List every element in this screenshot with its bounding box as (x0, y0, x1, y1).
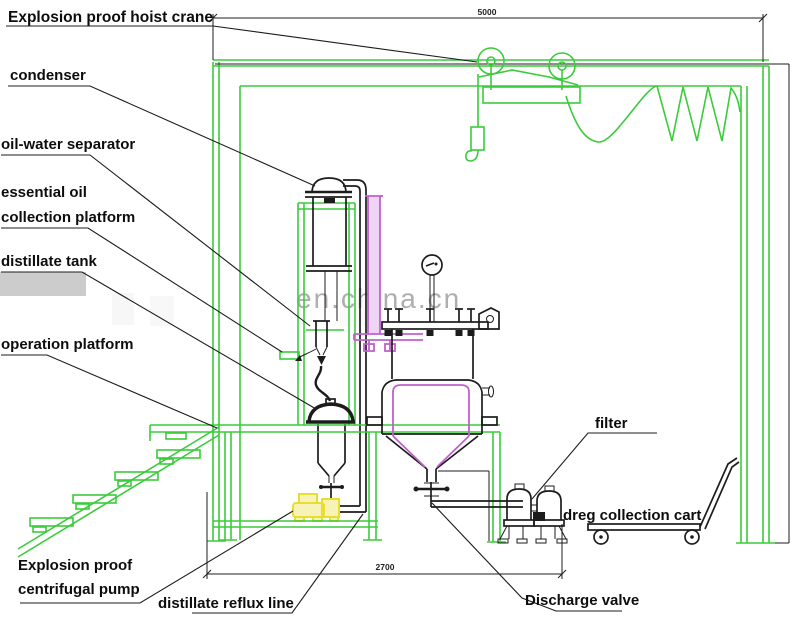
oil-water-separator (295, 320, 332, 402)
label-dreg-cart: dreg collection cart (563, 507, 701, 524)
dreg-collection-cart (587, 457, 740, 545)
dimension-top: 5000 (208, 7, 768, 62)
inner-basket (392, 384, 470, 436)
watermark-artifacts (0, 272, 366, 326)
label-filter: filter (595, 415, 628, 432)
extraction-tank (366, 254, 500, 482)
label-hoist-crane: Explosion proof hoist crane (8, 9, 213, 26)
dimension-top-value: 5000 (478, 7, 497, 17)
label-distillate-tank: distillate tank (1, 253, 98, 270)
hoist-crane (465, 47, 741, 162)
operation-platform (149, 424, 506, 543)
label-condenser: condenser (10, 67, 86, 84)
stairs (17, 426, 220, 558)
collection-platform-bracket (279, 351, 300, 360)
label-operation-platform: operation platform (1, 336, 134, 353)
label-pump-1: Explosion proof (18, 557, 133, 574)
dimension-bottom-value: 2700 (376, 562, 395, 572)
centrifugal-pump (292, 493, 340, 522)
hook-icon (465, 149, 479, 162)
festoon-cable (565, 85, 741, 143)
gantry-frame (207, 59, 790, 544)
lid-bolts (384, 308, 475, 336)
leader-lines (1, 25, 657, 614)
separator-outlet-pipe (314, 365, 332, 402)
hook-block (470, 126, 485, 151)
label-discharge-valve: Discharge valve (525, 592, 639, 609)
label-oil-water-separator: oil-water separator (1, 136, 135, 153)
filters (497, 483, 568, 544)
condenser (305, 177, 367, 321)
vapor-pipe (353, 195, 423, 352)
pressure-gauge-icon (421, 254, 443, 276)
distillate-tank (306, 398, 355, 499)
label-reflux-line: distillate reflux line (158, 595, 294, 612)
collection-platform-tower (279, 202, 356, 425)
label-pump-2: centrifugal pump (18, 581, 140, 598)
labels: Explosion proof hoist crane condenser oi… (1, 9, 701, 612)
label-collection-platform-2: collection platform (1, 209, 135, 226)
dimension-bottom: 2700 (202, 492, 567, 579)
label-collection-platform-1: essential oil (1, 184, 87, 201)
